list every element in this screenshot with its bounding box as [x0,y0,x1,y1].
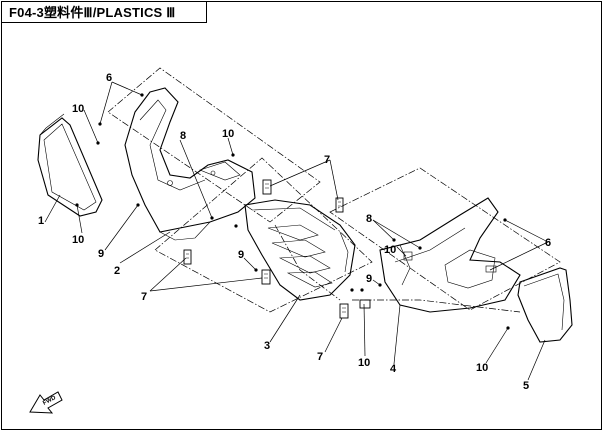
ref-box-center [154,157,373,313]
leader-lines [44,81,549,381]
clip-c [183,249,192,265]
ref-box-left [107,67,321,223]
callout-9: 9 [238,249,244,261]
callout-8: 8 [366,213,372,225]
callout-6: 6 [106,72,112,84]
ref-line-b [352,299,521,313]
callout-7: 7 [317,351,323,363]
callout-8: 8 [180,130,186,142]
clip-d [261,269,271,285]
part-5-right-cover [517,267,573,343]
clip-e [339,303,349,319]
fwd-arrow-icon [29,391,63,414]
callout-7: 7 [324,154,330,166]
callout-9: 9 [366,273,372,285]
callout-2: 2 [114,265,120,277]
callout-10: 10 [476,362,488,374]
part-1-side-cover [37,113,103,217]
ref-line-a [274,224,341,301]
part-2-left-panel [124,87,256,241]
part-3-center-panel [244,199,356,301]
callout-6: 6 [545,237,551,249]
callout-1: 1 [38,215,44,227]
callout-5: 5 [523,380,529,392]
page-title: F04-3塑料件Ⅲ/PLASTICS Ⅲ [9,5,176,20]
callout-7: 7 [141,291,147,303]
callout-10: 10 [72,103,84,115]
title-block: F04-3塑料件Ⅲ/PLASTICS Ⅲ [1,1,207,23]
clip-a [262,179,272,195]
part-4-right-panel [379,197,521,313]
clip-f [359,299,371,309]
fastener-clips [183,179,371,319]
callout-10: 10 [384,244,396,256]
fwd-label: FWD [42,395,57,407]
ref-box-right [329,167,561,311]
callout-10: 10 [222,128,234,140]
callout-10: 10 [358,357,370,369]
callout-10: 10 [72,234,84,246]
reference-lines [107,67,561,313]
fwd-arrow: FWD [29,391,63,414]
callout-9: 9 [98,248,104,260]
callout-numbers: 6 10 8 10 1 10 9 2 7 7 9 3 8 10 6 9 7 10… [38,72,551,392]
callout-3: 3 [264,340,270,352]
clip-b [335,197,344,213]
callout-4: 4 [390,363,397,375]
